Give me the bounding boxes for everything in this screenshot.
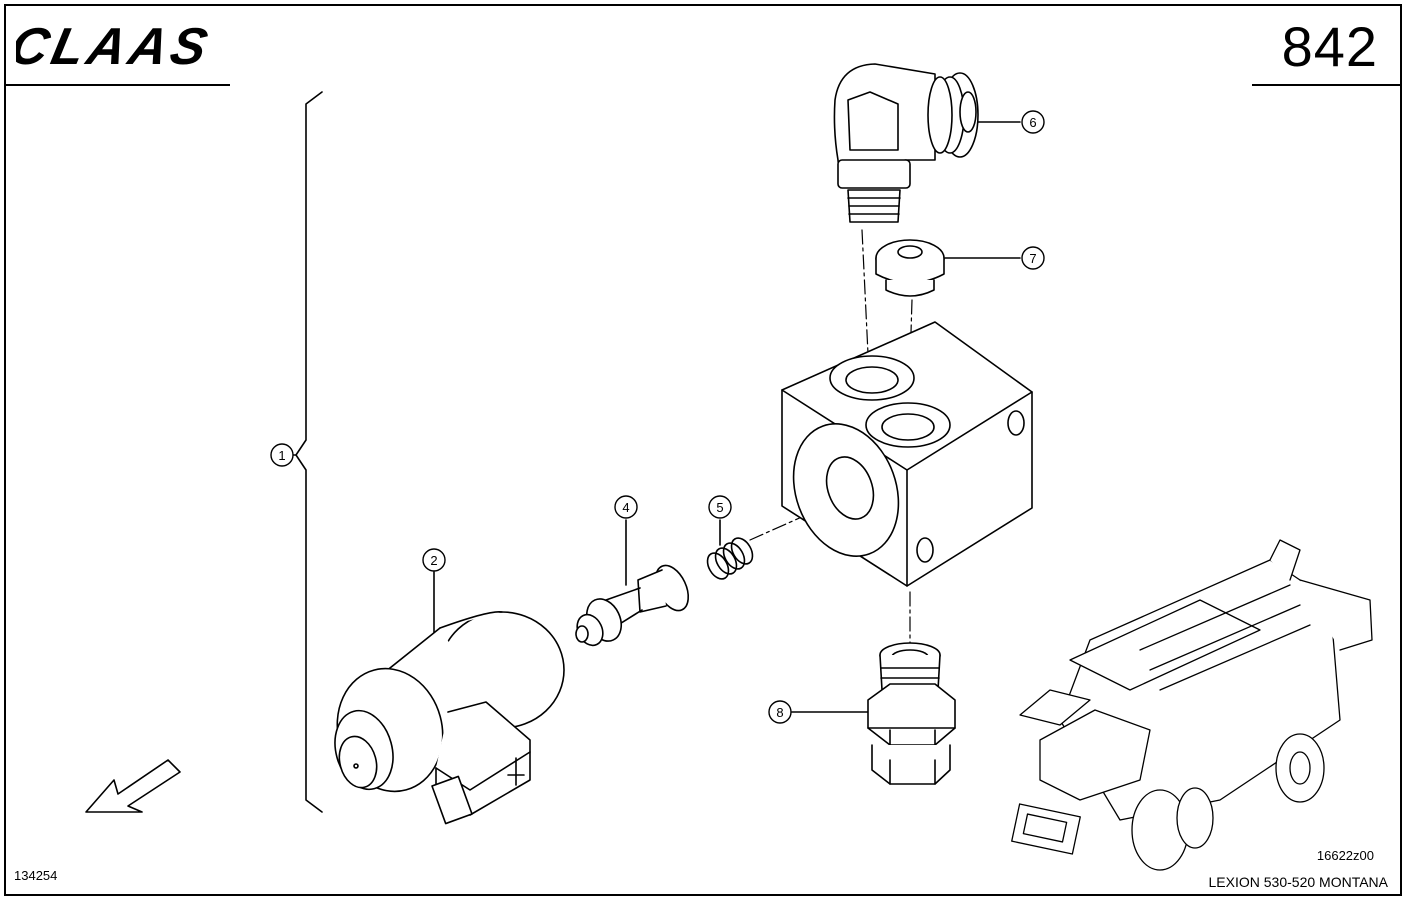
drawing-code: 134254 bbox=[14, 868, 58, 883]
callout-8 bbox=[768, 700, 792, 724]
valve-block-part bbox=[781, 321, 1033, 587]
page-frame bbox=[4, 4, 1402, 896]
spring-part bbox=[706, 537, 754, 580]
claas-logo: CLAAS bbox=[16, 18, 216, 76]
hex-plug-part bbox=[875, 239, 945, 297]
callout-4 bbox=[614, 495, 638, 519]
combine-harvester-thumbnail bbox=[1011, 539, 1373, 871]
callout-label-6: 6 bbox=[1029, 115, 1036, 130]
callout-label-1: 1 bbox=[278, 448, 285, 463]
model-name: LEXION 530-520 MONTANA bbox=[1208, 874, 1388, 890]
callout-label-2: 2 bbox=[430, 553, 437, 568]
callouts bbox=[270, 110, 1045, 724]
callout-6 bbox=[1021, 110, 1045, 134]
image-code: 16622z00 bbox=[1316, 848, 1374, 863]
callout-label-4: 4 bbox=[622, 500, 629, 515]
header-rule-right bbox=[1252, 84, 1402, 86]
callout-label-5: 5 bbox=[716, 500, 723, 515]
svg-text:CLAAS: CLAAS bbox=[16, 18, 216, 76]
callout-1 bbox=[270, 443, 294, 467]
straight-fitting-part bbox=[867, 642, 956, 785]
assembly-bracket bbox=[295, 91, 323, 813]
callout-label-7: 7 bbox=[1029, 251, 1036, 266]
direction-arrow bbox=[85, 759, 181, 813]
callout-7 bbox=[1021, 246, 1045, 270]
callout-label-8: 8 bbox=[776, 705, 783, 720]
callout-2 bbox=[422, 548, 446, 572]
solenoid-coil-part bbox=[334, 611, 565, 825]
callout-5 bbox=[708, 495, 732, 519]
page-number: 842 bbox=[1281, 15, 1378, 78]
header-rule-left bbox=[6, 84, 230, 86]
valve-spool-part bbox=[575, 564, 690, 647]
elbow-fitting-part bbox=[833, 63, 979, 223]
